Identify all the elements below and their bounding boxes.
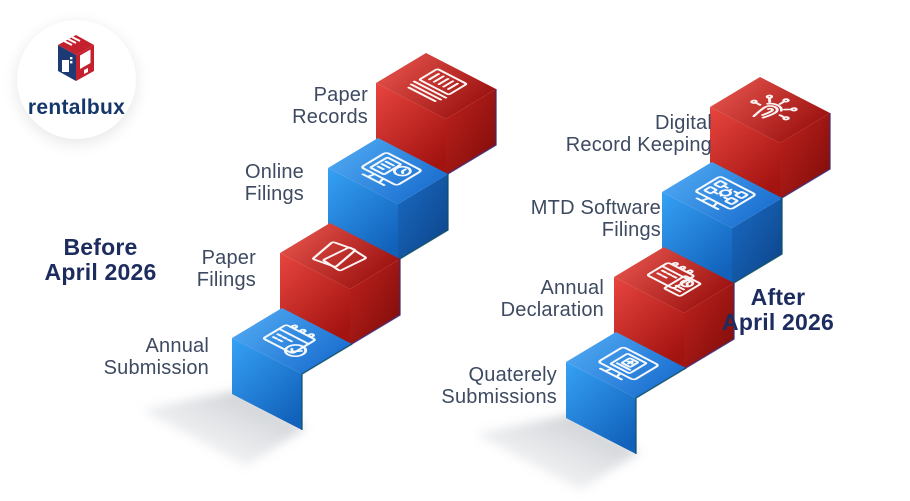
top-face [710,77,830,143]
after-staircase [566,77,831,454]
front-face [614,277,684,369]
front-face [662,192,732,284]
paper-filings-icon [312,241,367,272]
label-annual-declaration: Annual Declaration [500,277,604,321]
online-filings-icon [361,152,422,186]
step-quarterly-submissions [566,332,687,454]
side-face [780,113,830,199]
edge-line [635,367,687,454]
digital-record-keeping-icon [750,94,798,121]
label-digital-record-keeping: Digital Record Keeping [565,112,712,156]
edge-line [349,259,401,346]
top-face [280,223,400,289]
side-face [350,259,400,345]
annual-declaration-icon [646,261,702,297]
edge-line [445,89,497,176]
paper-records-icon [407,68,468,102]
edge-line [779,113,831,200]
edge-line [683,283,735,370]
after-april-2026-heading: After April 2026 [722,284,834,335]
step-annual-declaration [614,247,735,370]
brand-name: rentalbux [27,96,126,119]
front-face [328,168,398,260]
top-face [614,247,734,313]
before-staircase [232,53,497,430]
front-face [566,362,636,454]
label-mtd-software-filings: MTD Software Filings [530,197,661,241]
quarterly-submissions-icon [598,346,659,381]
before-april-2026-heading: Before April 2026 [44,234,157,285]
step-annual-submission [232,308,353,430]
label-annual-submission: Annual Submission [103,335,209,379]
top-face [376,53,496,119]
side-face [446,89,496,175]
label-quarterly-submissions: Quaterely Submissions [441,364,557,408]
label-online-filings: Online Filings [244,161,304,205]
front-face [710,107,780,199]
annual-submission-icon [262,324,316,358]
edge-line [301,343,353,430]
side-face [732,198,782,284]
step-mtd-software-filings [662,162,783,285]
step-online-filings [328,138,449,261]
front-face [232,338,302,430]
rentalbux-cube-icon [58,35,94,81]
step-paper-records [376,53,497,176]
side-face [684,283,734,369]
mtd-software-filings-icon [695,176,756,210]
side-face [398,174,448,260]
edge-line [397,174,449,261]
label-paper-records: Paper Records [292,84,368,128]
step-digital-record-keeping [710,77,831,200]
step-paper-filings [280,223,401,346]
front-face [280,253,350,345]
edge-line [731,198,783,285]
label-paper-filings: Paper Filings [196,247,256,291]
front-face [376,83,446,175]
rentalbux-logo: rentalbux [17,20,136,139]
